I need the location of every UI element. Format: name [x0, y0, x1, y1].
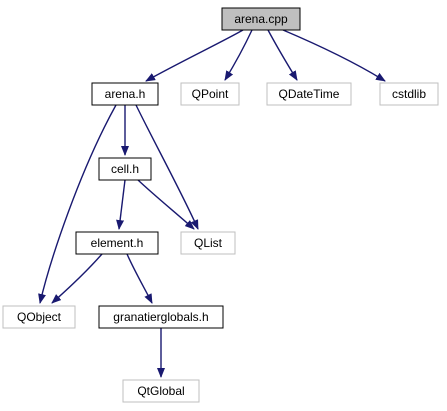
node-element-h[interactable]: element.h	[75, 231, 159, 255]
node-box	[180, 82, 240, 106]
edge-arena-h-to-qlist	[135, 104, 199, 230]
node-label: cell.h	[111, 162, 139, 176]
node-box	[221, 7, 301, 31]
edge-arena-cpp-to-arena-h	[145, 29, 244, 82]
node-qlist: QList	[180, 231, 236, 255]
node-label: QtGlobal	[137, 384, 184, 398]
node-qobject: QObject	[2, 305, 76, 329]
node-label: QList	[194, 236, 223, 250]
edge-cell-h-to-qlist	[137, 179, 195, 230]
node-qpoint: QPoint	[180, 82, 240, 106]
node-box	[180, 231, 236, 255]
node-arena-h[interactable]: arena.h	[91, 82, 159, 106]
node-label: arena.cpp	[234, 12, 288, 26]
node-box	[122, 379, 200, 403]
node-label: granatierglobals.h	[113, 310, 208, 324]
node-box	[379, 82, 439, 106]
node-box	[2, 305, 76, 329]
edge-arena-h-to-qobject	[38, 104, 117, 304]
node-label: arena.h	[105, 87, 146, 101]
node-box	[98, 305, 224, 329]
node-label: cstdlib	[392, 87, 426, 101]
node-box	[266, 82, 352, 106]
edge-element-h-to-granatierglobals-h	[126, 253, 153, 304]
node-cell-h[interactable]: cell.h	[98, 157, 152, 181]
node-box	[98, 157, 152, 181]
node-arena-cpp: arena.cpp	[221, 7, 301, 31]
node-granatierglobals-h[interactable]: granatierglobals.h	[98, 305, 224, 329]
edge-cell-h-to-element-h	[116, 179, 126, 230]
node-qtglobal: QtGlobal	[122, 379, 200, 403]
node-box	[75, 231, 159, 255]
node-label: QPoint	[192, 87, 229, 101]
edges-layer	[38, 29, 386, 378]
edge-element-h-to-qobject	[51, 253, 103, 304]
node-label: element.h	[91, 236, 144, 250]
edge-arena-cpp-to-qdatetime	[267, 29, 298, 81]
node-cstdlib: cstdlib	[379, 82, 439, 106]
node-label: QObject	[17, 310, 62, 324]
node-label: QDateTime	[279, 87, 340, 101]
nodes-layer: arena.cpp arena.h QPoint QDateTime cstdlib ce…	[2, 7, 439, 403]
node-box	[91, 82, 159, 106]
edge-arena-cpp-to-cstdlib	[282, 29, 386, 82]
node-qdatetime: QDateTime	[266, 82, 352, 106]
edge-arena-cpp-to-qpoint	[224, 29, 253, 81]
